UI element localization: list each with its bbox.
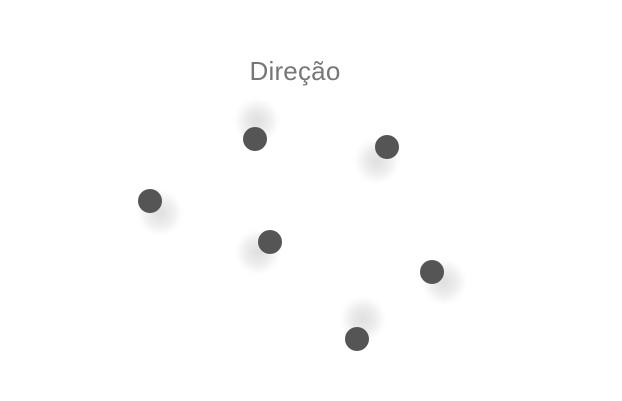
drag-dot-6[interactable] (345, 327, 369, 351)
drag-dot-4[interactable] (258, 230, 282, 254)
drag-dot-1[interactable] (243, 127, 267, 151)
drag-dot-2[interactable] (375, 135, 399, 159)
drag-dot-5[interactable] (420, 260, 444, 284)
drag-dot-3[interactable] (138, 189, 162, 213)
page-title: Direção (249, 56, 341, 86)
